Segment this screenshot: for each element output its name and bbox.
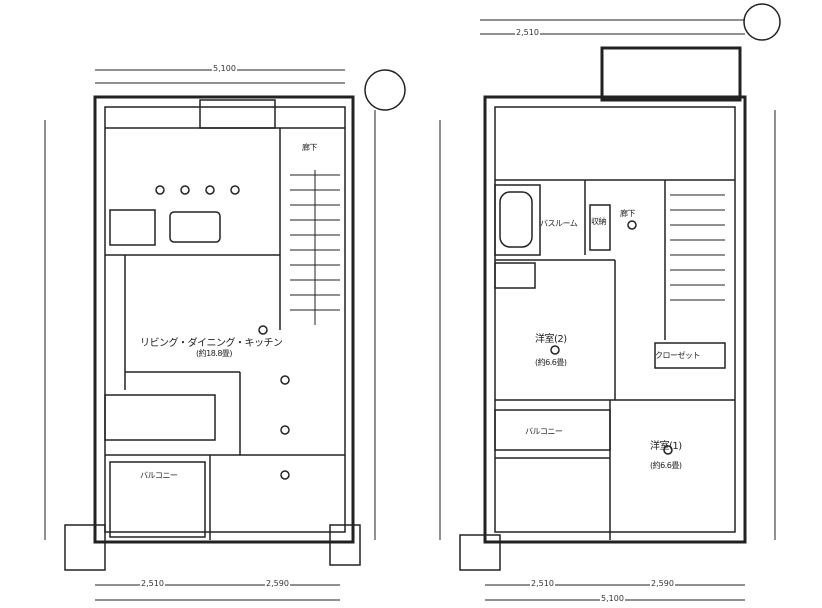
closet-label: クローゼット xyxy=(655,351,701,360)
left-floor-plan xyxy=(44,69,406,601)
north-arrow-icon xyxy=(364,69,406,111)
hall-label-left: 廊下 xyxy=(302,143,318,152)
balcony-label-left: バルコニー xyxy=(140,471,178,480)
balcony-label-right: バルコニー xyxy=(525,427,563,436)
light-icon xyxy=(258,325,268,335)
ldk-size: (約18.8畳) xyxy=(196,349,233,358)
room1-size: (約6.6畳) xyxy=(650,461,682,470)
dim-bottom-left-b: 2,590 xyxy=(265,579,290,588)
right-floor-plan xyxy=(439,3,781,601)
dim-bottom-right-b: 2,590 xyxy=(650,579,675,588)
dim-top-right: 2,510 xyxy=(515,28,540,37)
ldk-label: リビング・ダイニング・キッチン xyxy=(140,338,283,349)
room2-size: (約6.6畳) xyxy=(535,358,567,367)
room2-label: 洋室(2) xyxy=(535,334,567,345)
storage-label: 収納 xyxy=(591,217,607,226)
north-arrow-icon xyxy=(743,3,781,41)
dim-bottom-right-a: 2,510 xyxy=(530,579,555,588)
dim-top-left: 5,100 xyxy=(212,64,237,73)
dim-bottom-right-total: 5,100 xyxy=(600,594,625,603)
bath-label: バスルーム xyxy=(540,219,578,228)
dim-bottom-left-a: 2,510 xyxy=(140,579,165,588)
hall-label-right: 廊下 xyxy=(620,209,636,218)
room1-label: 洋室(1) xyxy=(650,441,682,452)
